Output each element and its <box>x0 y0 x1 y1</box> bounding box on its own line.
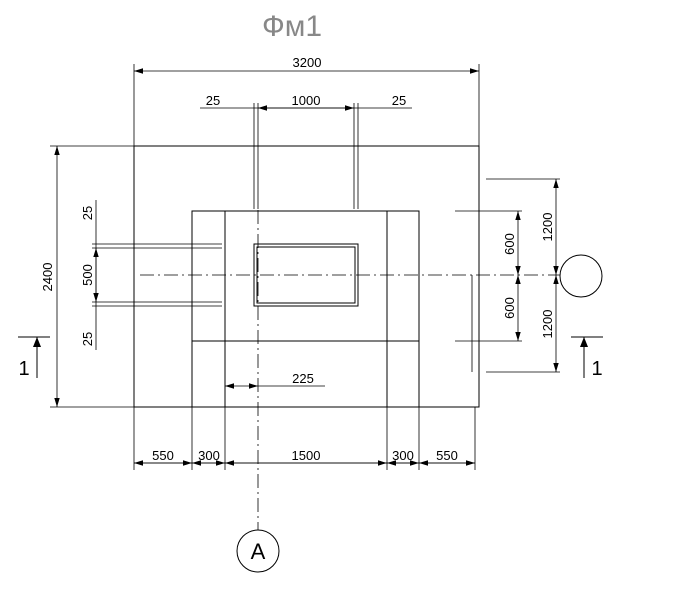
dim-1000: 1000 <box>292 93 321 108</box>
section-mark-left-label: 1 <box>18 358 29 380</box>
dim-1200-bottom: 1200 <box>540 310 555 339</box>
dim-600-top: 600 <box>502 233 517 255</box>
axis-label-a: А <box>251 539 266 564</box>
dim-550-left: 550 <box>152 448 174 463</box>
dim-3200: 3200 <box>293 55 322 70</box>
dim-550-right: 550 <box>436 448 458 463</box>
dim-25-top: 25 <box>80 206 95 220</box>
section-mark-left-arrow <box>33 337 41 347</box>
dim-25-right: 25 <box>392 93 406 108</box>
dim-1500: 1500 <box>292 448 321 463</box>
section-mark-right-arrow <box>580 337 588 347</box>
axis-marker-right <box>559 254 603 298</box>
dim-225: 225 <box>292 371 314 386</box>
dim-25-left: 25 <box>206 93 220 108</box>
dim-600-bottom: 600 <box>502 297 517 319</box>
dim-25-bottom: 25 <box>80 332 95 346</box>
section-mark-right-label: 1 <box>591 358 602 380</box>
dim-300-left: 300 <box>198 448 220 463</box>
foundation-step <box>191 210 420 342</box>
dim-2400: 2400 <box>40 263 55 292</box>
drawing-title: Фм1 <box>262 10 322 43</box>
foundation-slab <box>133 145 480 408</box>
axis-marker-a <box>236 529 280 573</box>
dim-300-right: 300 <box>392 448 414 463</box>
dim-500: 500 <box>80 264 95 286</box>
dim-1200-top: 1200 <box>540 213 555 242</box>
column-socket-inner <box>256 246 356 304</box>
